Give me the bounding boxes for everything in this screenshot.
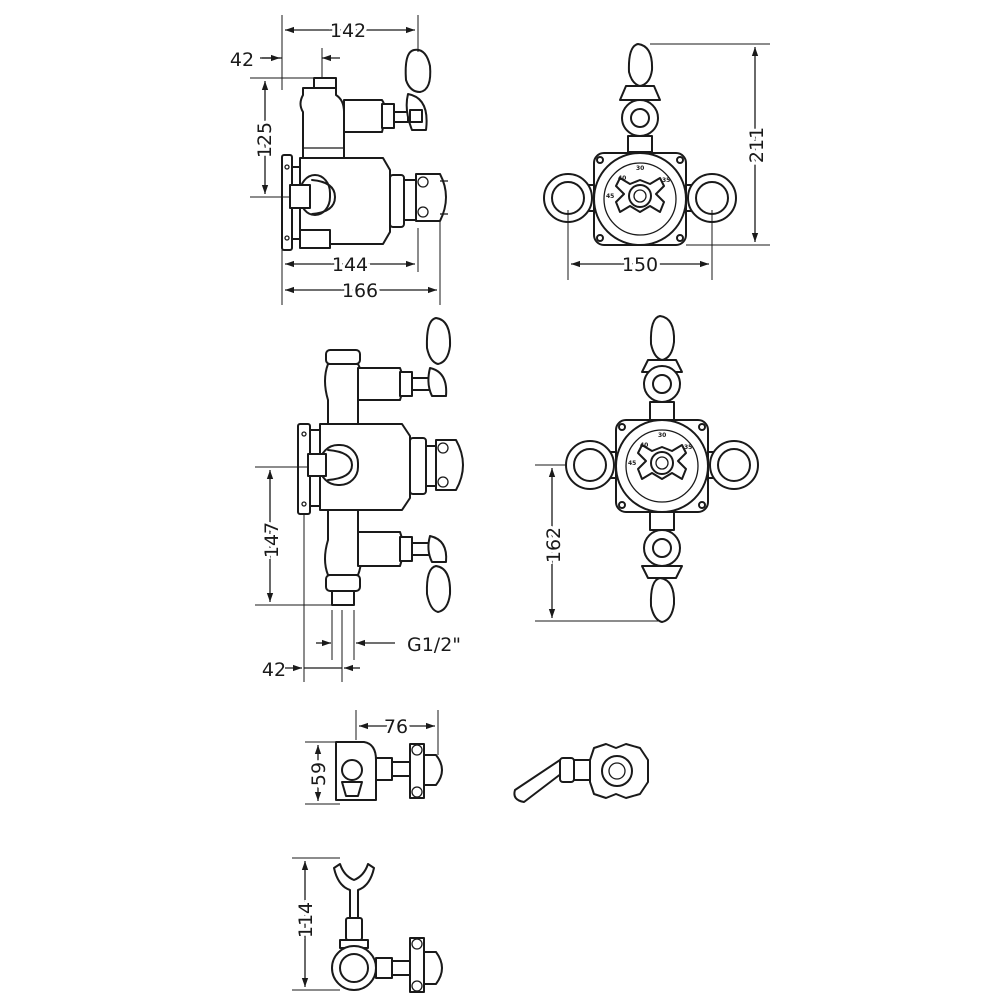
top-side-dimensions: 142 42 125 144 166: [230, 15, 441, 305]
valve-front-view-top: 30 35 40 45: [543, 43, 737, 246]
dim-top-side-height: 125: [254, 122, 276, 158]
dim-mid-side-thread: G1/2": [407, 634, 461, 656]
dim-mid-side-offset: 42: [262, 659, 286, 681]
middle-side-dimensions: 147 G1/2" 42: [255, 466, 461, 682]
dim-wall-outlet-height: 59: [308, 762, 330, 786]
wall-outlet-side-dimensions: 76 59: [305, 710, 439, 805]
shower-bracket-view: [331, 863, 443, 993]
wall-outlet-front-view: [513, 743, 649, 803]
dim-top-front-height: 211: [746, 127, 768, 163]
wall-outlet-side-view: [335, 741, 443, 801]
dim-mid-side-height: 147: [261, 522, 283, 558]
dial-mark-30-b: 30: [658, 432, 666, 439]
middle-front-dimensions: 162: [535, 464, 660, 622]
dim-top-side-depth-total: 166: [342, 280, 378, 302]
dim-top-side-depth-body: 144: [332, 254, 368, 276]
dim-top-side-offset: 42: [230, 49, 254, 71]
valve-side-view-top: [281, 48, 448, 251]
dial-mark-35-b: 35: [684, 444, 692, 451]
dial-mark-30: 30: [636, 165, 644, 172]
dial-mark-40-b: 40: [640, 442, 648, 449]
top-front-dimensions: 211 150: [567, 43, 771, 280]
valve-front-view-middle: 30 35 40 45: [565, 315, 759, 623]
dial-mark-45-b: 45: [628, 460, 636, 467]
dial-mark-40: 40: [618, 175, 626, 182]
shower-bracket-dimensions: 114: [292, 857, 340, 991]
valve-side-view-middle: [297, 317, 464, 613]
dim-top-front-width: 150: [622, 254, 658, 276]
dim-mid-front-height: 162: [543, 527, 565, 563]
dim-top-side-width: 142: [330, 20, 366, 42]
dim-wall-outlet-depth: 76: [384, 716, 408, 738]
dim-wall-bracket-height: 114: [295, 902, 317, 938]
dial-mark-35: 35: [662, 177, 670, 184]
dial-mark-45: 45: [606, 193, 614, 200]
